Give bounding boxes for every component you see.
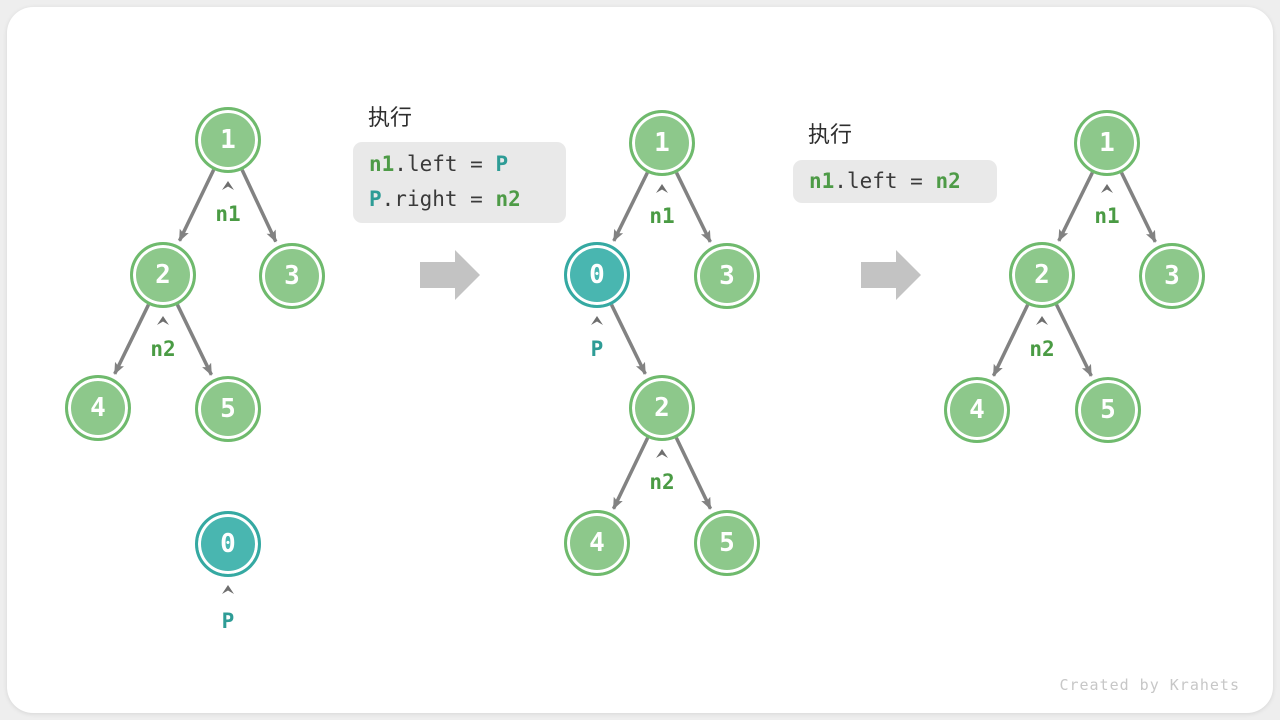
pointer-label-n2: n2	[649, 470, 675, 494]
tree-node: 1	[629, 110, 695, 176]
code-token-n2: n2	[935, 169, 961, 193]
tree-node: 2	[130, 242, 196, 308]
tree-node: 5	[195, 376, 261, 442]
tree-node: 3	[259, 243, 325, 309]
tree-node: 5	[1075, 377, 1141, 443]
step1-title: 执行	[368, 105, 413, 130]
code-line: P.right = n2	[369, 182, 550, 217]
code-line: n1.left = n2	[809, 165, 981, 198]
code-token-p: P	[369, 187, 382, 211]
pointer-label-p: P	[221, 609, 235, 633]
pointer-label-n1: n1	[649, 204, 675, 228]
tree-node: 1	[195, 107, 261, 173]
code-token-p: P	[495, 152, 509, 176]
step2-code-box: n1.left = n2	[793, 160, 997, 203]
tree-node: 5	[694, 510, 760, 576]
pointer-label-n1: n1	[215, 202, 241, 226]
tree-node: 3	[694, 243, 760, 309]
tree-node-p: 0	[564, 242, 630, 308]
tree-node: 4	[564, 510, 630, 576]
watermark: Created by Krahets	[1059, 676, 1240, 694]
tree-node: 4	[65, 375, 131, 441]
pointer-label-n2: n2	[1029, 337, 1055, 361]
step1-code-box: n1.left = P P.right = n2	[353, 142, 566, 223]
tree-node: 2	[629, 375, 695, 441]
pointer-label-p: P	[590, 337, 604, 361]
tree-node: 1	[1074, 110, 1140, 176]
step2-title: 执行	[808, 122, 853, 147]
code-line: n1.left = P	[369, 147, 550, 182]
code-token-n2: n2	[495, 187, 521, 211]
diagram-card	[7, 7, 1273, 713]
code-token: .left =	[394, 152, 496, 176]
code-token-n1: n1	[369, 152, 395, 176]
tree-node: 3	[1139, 243, 1205, 309]
code-token: .right =	[381, 187, 496, 211]
tree-node: 4	[944, 377, 1010, 443]
pointer-label-n1: n1	[1094, 204, 1120, 228]
code-token: .left =	[834, 169, 936, 193]
code-token-n1: n1	[809, 169, 835, 193]
pointer-label-n2: n2	[150, 337, 176, 361]
tree-node-p: 0	[195, 511, 261, 577]
tree-node: 2	[1009, 242, 1075, 308]
